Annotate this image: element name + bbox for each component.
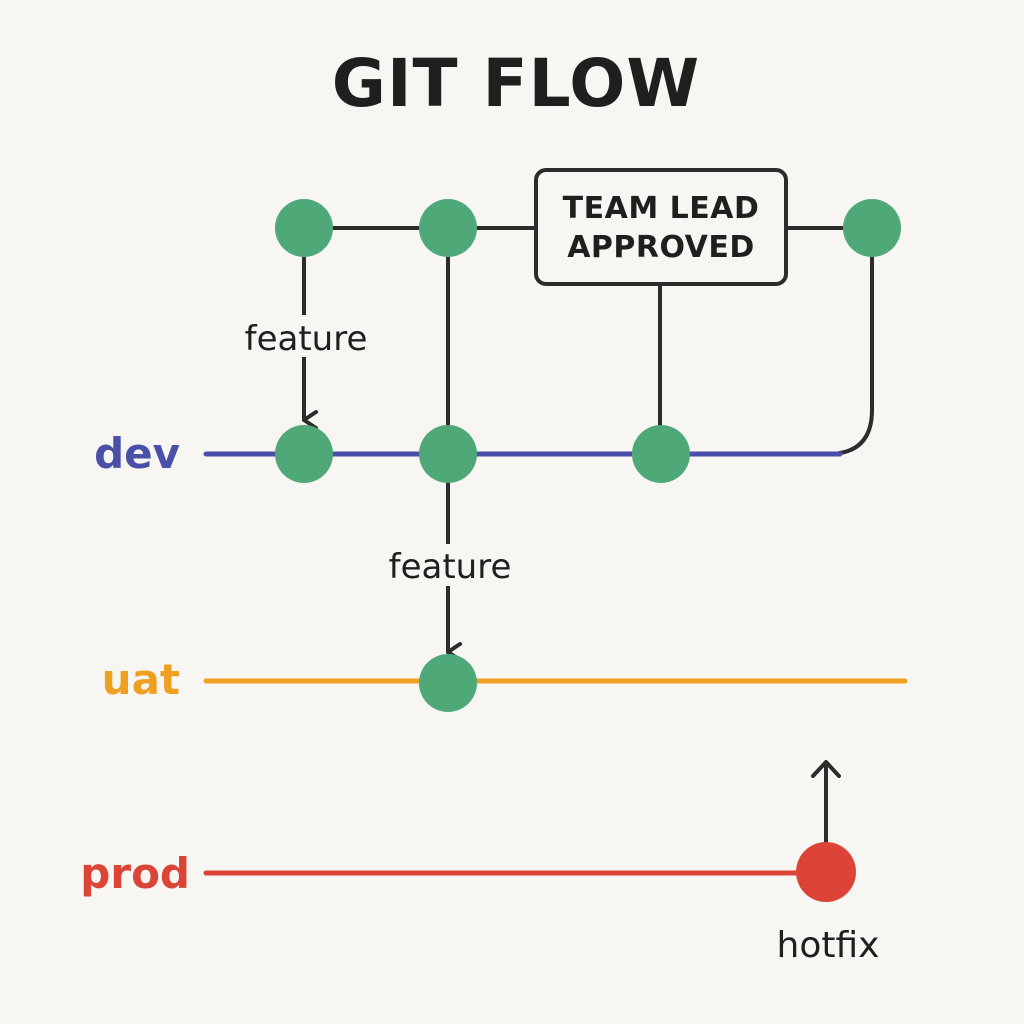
commit-feature-top-3[interactable] [843,199,901,257]
branch-label-prod: prod [80,849,190,898]
feature-label-top: feature [245,319,368,359]
commit-uat-1[interactable] [419,654,477,712]
hotfix-arrowhead [811,760,841,778]
branch-label-uat: uat [102,655,180,704]
hotfix-label: hotfix [777,925,880,966]
approval-text-line1: TEAM LEAD [563,191,760,226]
approval-text-line2: APPROVED [567,230,755,265]
commit-feature-top-2[interactable] [419,199,477,257]
branch-label-dev: dev [94,429,180,478]
commit-dev-3[interactable] [632,425,690,483]
commit-dev-2[interactable] [419,425,477,483]
feature-label-bg-top [238,315,372,357]
commit-prod-hotfix[interactable] [796,842,856,902]
feature-label-bg-mid [382,544,518,586]
team-lead-approved-box [534,168,788,286]
commit-feature-top-1[interactable] [275,199,333,257]
commit-dev-1[interactable] [275,425,333,483]
feature-label-mid: feature [389,547,512,587]
diagram-title: GIT FLOW [332,45,700,122]
